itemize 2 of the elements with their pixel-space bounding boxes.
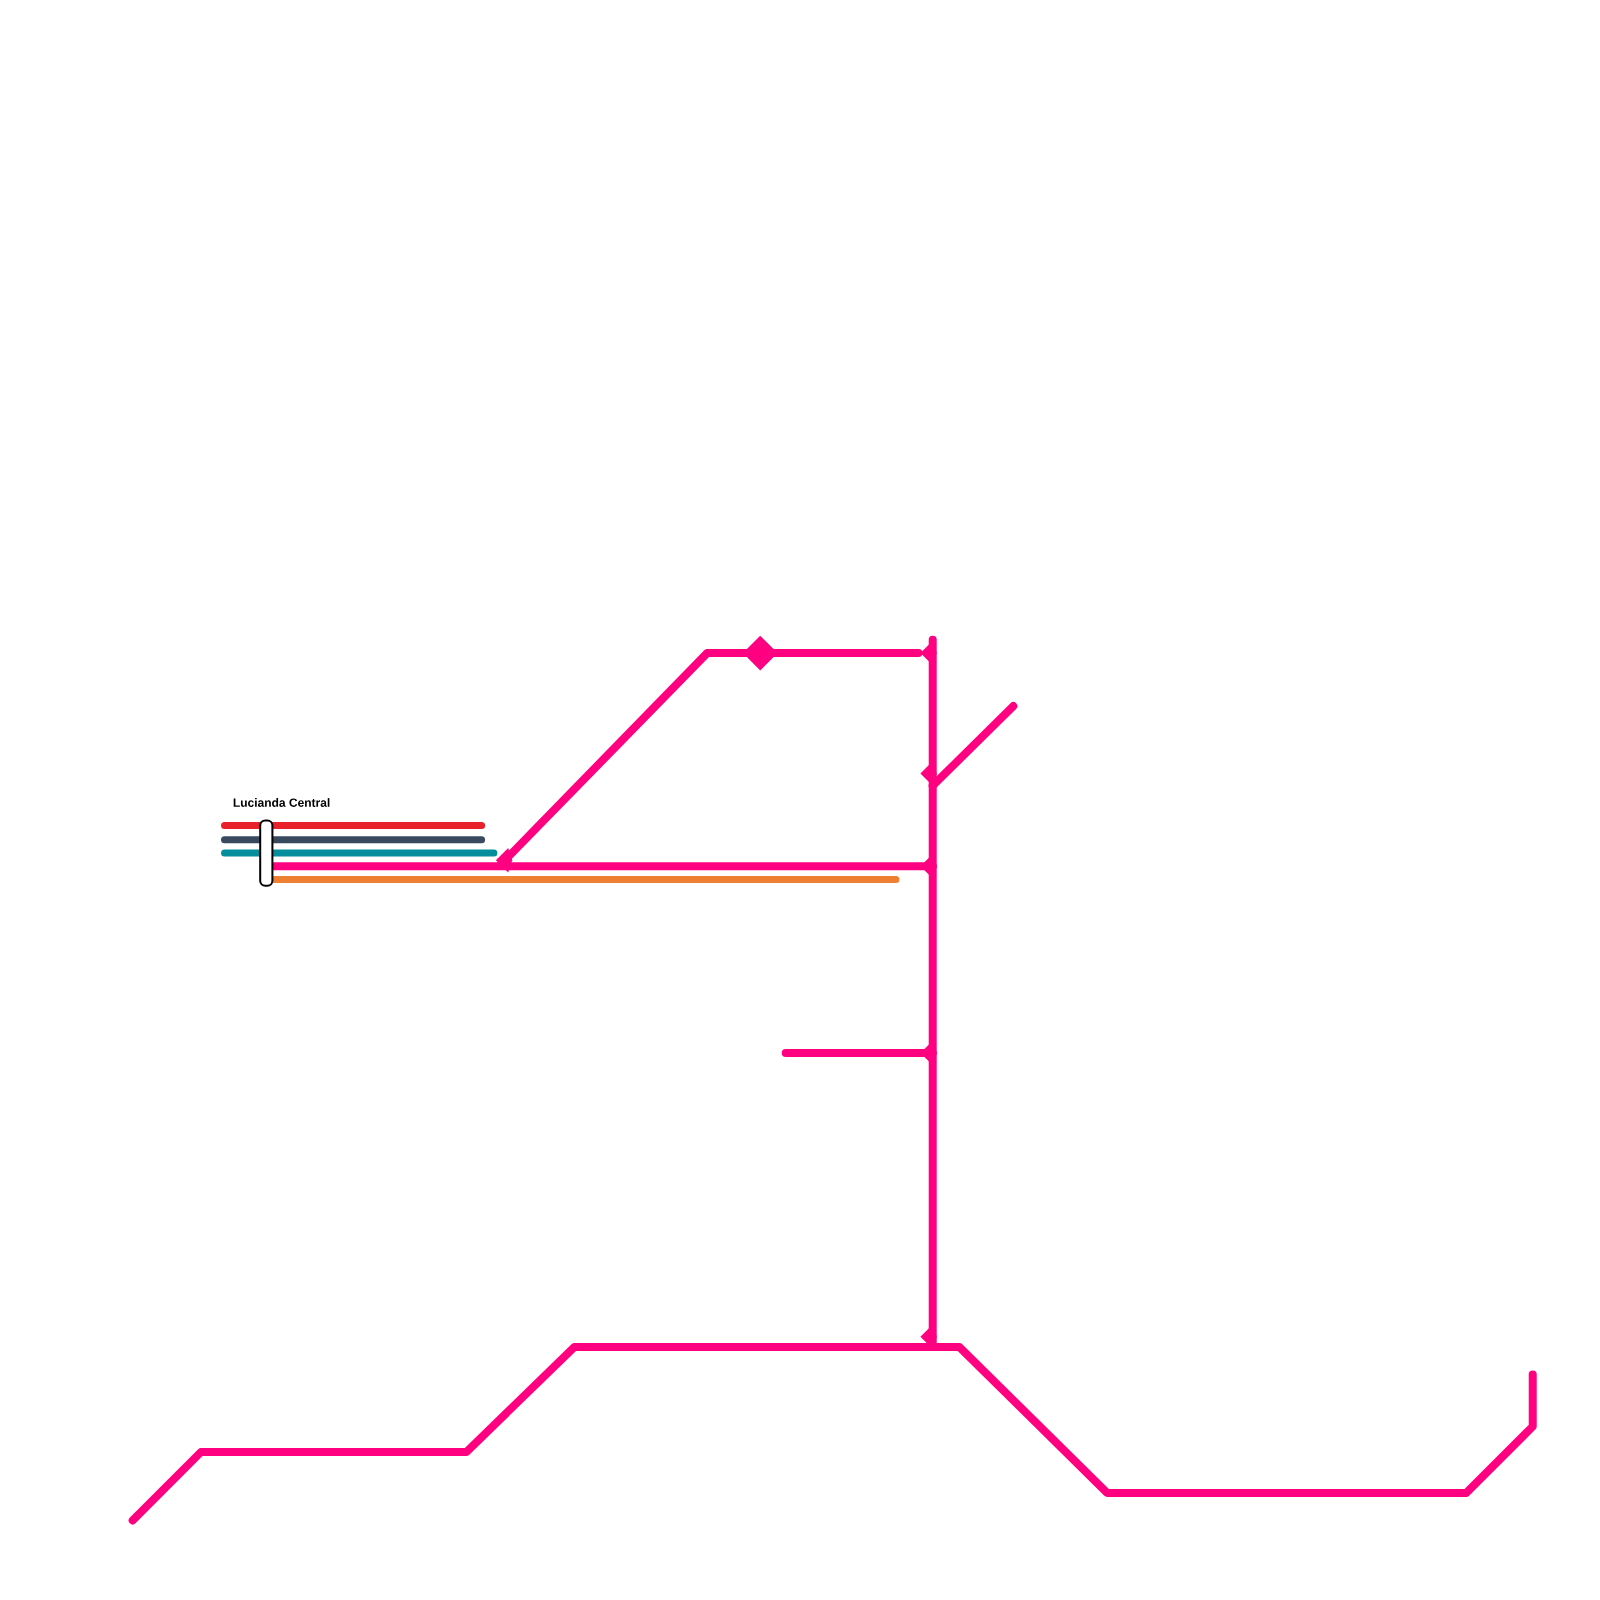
station-label: Lucianda Central — [233, 798, 330, 807]
station-marker — [259, 819, 274, 887]
